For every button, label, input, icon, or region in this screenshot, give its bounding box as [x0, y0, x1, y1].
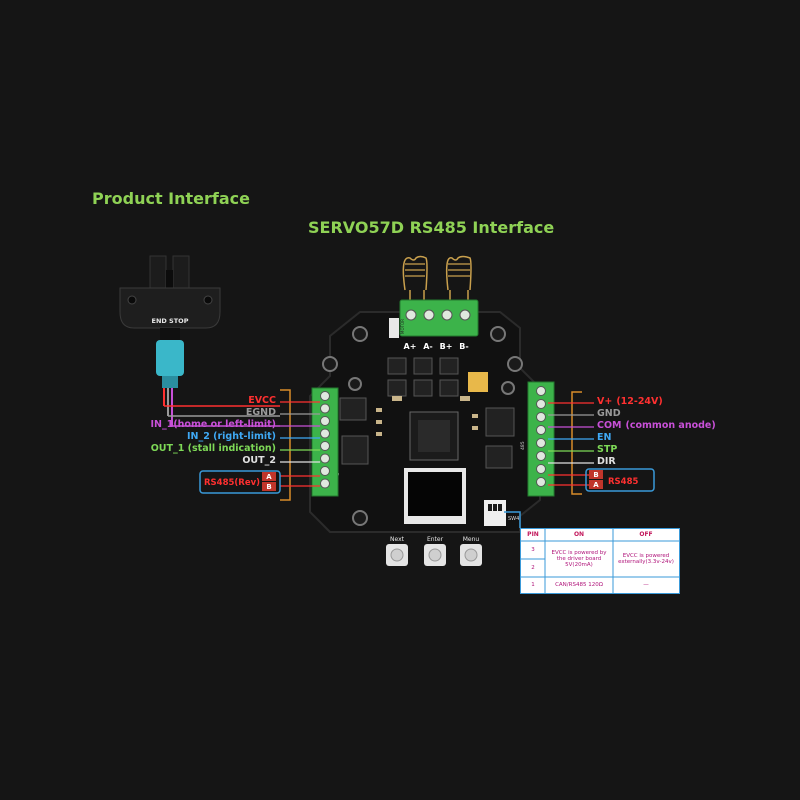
terminal-screw: [320, 428, 330, 439]
right-pin-label: DIR: [597, 456, 616, 467]
end-stop-label: END STOP: [152, 317, 189, 325]
left-pin-label: EGND: [245, 407, 276, 418]
left-pin-label: IN_2 (right-limit): [186, 431, 276, 442]
right-pin-note: (common anode): [625, 420, 716, 431]
right-pin-name: V+: [597, 396, 613, 407]
terminal-screw: [320, 403, 330, 414]
terminal-screw: [536, 464, 546, 474]
pin-table-header-pin: PIN: [527, 531, 539, 538]
right-rs485-box: [585, 468, 655, 492]
terminal-screw: [320, 466, 330, 476]
right-pin-name: EN: [597, 432, 612, 443]
port-right-silk: 485: [520, 441, 526, 450]
left-pin-label: IN_1(home or left-limit): [150, 419, 276, 430]
pin-table-row-pin: 1: [531, 582, 535, 588]
terminal-screw: [536, 438, 546, 448]
terminal-screw: [320, 441, 330, 451]
end-stop-sensor: END STOP: [119, 255, 221, 426]
right-pin-label: STP: [597, 444, 617, 455]
servo-board: SW4 IN_OUT 485: [309, 311, 541, 533]
pin-table-on-evcc: EVCC is powered by the driver board 5V(2…: [551, 550, 607, 568]
terminal-screw: [320, 453, 330, 464]
left-rs485-label: RS485(Rev): [204, 478, 260, 488]
left-pin-label: OUT_1 (stall indication): [150, 443, 276, 454]
dip-table-leader: [504, 511, 521, 528]
left-rs485-box: [199, 470, 281, 494]
motor-connector: MOTOR A+ A- B+ B-: [389, 255, 479, 351]
board-interface-title: SERVO57D RS485 Interface: [308, 218, 555, 237]
motor-pin-b-minus: B-: [459, 342, 468, 351]
motor-pin-b-plus: B+: [440, 342, 453, 351]
enter-button-label: Enter: [426, 536, 444, 543]
pin-table-row-pin: 2: [531, 565, 535, 571]
pin-table-row-pin: 3: [531, 547, 535, 553]
terminal-screw: [536, 386, 546, 396]
right-rs485-label: RS485: [608, 477, 638, 487]
terminal-screw: [320, 416, 330, 426]
pin-table-on-can: CAN/RS485 120Ω: [555, 582, 603, 588]
pin-table-off-can: —: [643, 582, 649, 588]
left-pin-label: OUT_2: [242, 455, 276, 466]
left-rs485-pin-a: A: [266, 473, 272, 481]
pin-table-off-evcc: EVCC is powered externally(3.3v-24v): [618, 553, 674, 565]
right-pin-label: GND: [597, 408, 621, 419]
right-pin-name: GND: [597, 408, 621, 419]
motor-pin-a-plus: A+: [404, 342, 417, 351]
right-pin-label: V+(12-24V): [597, 396, 663, 407]
right-rs485-pin-a: A: [593, 481, 599, 489]
terminal-screw: [536, 477, 546, 487]
motor-pin-a-minus: A-: [423, 342, 433, 351]
sensor-wires: [164, 405, 280, 427]
terminal-screw: [320, 478, 330, 489]
right-leaders: [548, 391, 594, 495]
left-rs485-pin-b: B: [266, 483, 271, 491]
right-pin-name: COM: [597, 420, 622, 431]
terminal-screw: [536, 399, 546, 409]
pin-table-header-off: OFF: [639, 531, 653, 538]
left-leaders: [280, 389, 320, 501]
dip-pin-table: PIN ON OFF 3 2 1 EVCC is powered by the …: [520, 528, 680, 594]
right-pin-name: STP: [597, 444, 618, 455]
right-pin-note: (12-24V): [616, 396, 663, 407]
terminal-screw: [320, 391, 330, 401]
pin-table-header-on: ON: [573, 531, 585, 538]
right-pin-label: EN: [597, 432, 611, 443]
board-buttons: [386, 544, 482, 566]
right-rs485-pin-b: B: [593, 471, 598, 479]
dip-switch-label: SW4: [508, 516, 519, 522]
terminal-screw: [536, 412, 546, 422]
terminal-screw: [536, 425, 546, 435]
next-button-label: Next: [390, 536, 404, 543]
pin-table-grid: [521, 529, 679, 593]
right-pin-name: DIR: [597, 456, 616, 467]
svg-text:MOTOR: MOTOR: [400, 319, 405, 334]
product-interface-title: Product Interface: [92, 189, 250, 208]
left-terminal-block: [311, 387, 339, 497]
right-pin-label: COM(common anode): [597, 420, 716, 431]
menu-button-label: Menu: [462, 536, 480, 543]
left-pin-label: EVCC: [248, 395, 276, 406]
terminal-screw: [536, 451, 546, 461]
